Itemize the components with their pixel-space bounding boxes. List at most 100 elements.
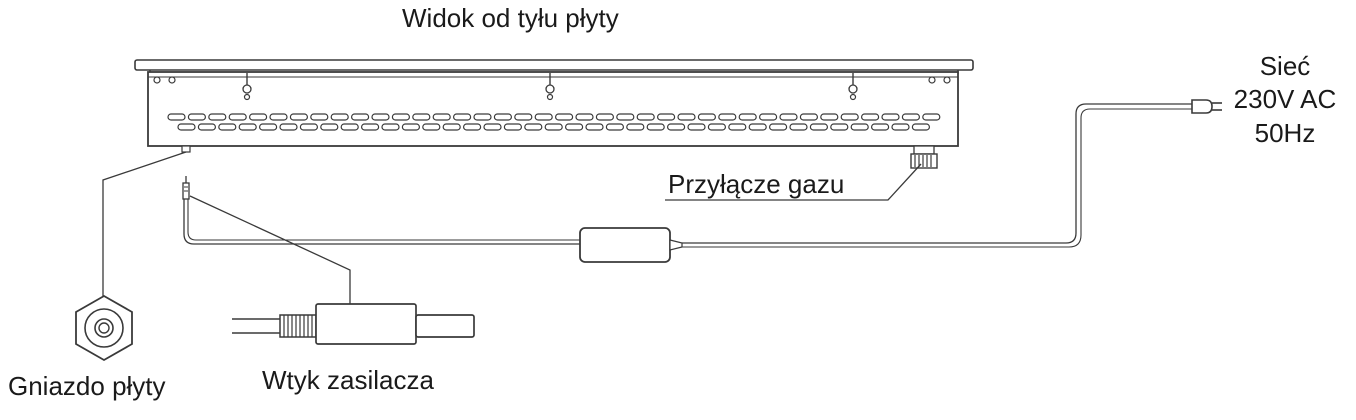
vent-slot: [799, 113, 819, 121]
vent-slot: [605, 123, 625, 131]
vent-slot: [361, 123, 380, 131]
ventilation-slots: [167, 113, 941, 131]
vent-slot: [666, 123, 686, 131]
vent-slot: [269, 113, 288, 121]
vent-slot: [228, 113, 247, 121]
mains-label-line-2: 230V AC: [1233, 84, 1337, 115]
gas-leader-line: [665, 163, 922, 201]
mains-cable: [682, 103, 1192, 244]
vent-slot: [442, 123, 461, 131]
mounting-bracket-right: [848, 73, 858, 101]
vent-slot: [922, 113, 941, 121]
vent-slot: [554, 113, 574, 121]
vent-slot: [595, 113, 615, 121]
vent-slot: [218, 123, 237, 131]
vent-slot: [208, 113, 227, 121]
vent-slot: [820, 113, 839, 121]
vent-slot: [453, 113, 472, 121]
vent-slot: [768, 123, 788, 131]
vent-slot: [564, 123, 584, 131]
vent-slot: [381, 123, 400, 131]
diagram-title: Widok od tyłu płyty: [402, 3, 619, 33]
vent-slot: [758, 113, 778, 121]
cable-end-pin-connector: [182, 176, 190, 200]
vent-slot: [789, 123, 808, 131]
vent-slot: [483, 123, 502, 131]
adapter-plug-detail: [232, 303, 475, 345]
vent-slot: [636, 113, 655, 121]
adapter-plug-label: Wtyk zasilacza: [262, 365, 434, 395]
vent-slot: [677, 113, 696, 121]
vent-slot: [371, 113, 390, 121]
vent-slot: [524, 123, 543, 131]
vent-slot: [891, 123, 910, 131]
hob-socket-stub: [181, 145, 191, 153]
hob-socket-label: Gniazdo płyty: [8, 371, 166, 401]
vent-slot: [911, 123, 931, 131]
mounting-brackets: [242, 73, 858, 101]
vent-slot: [310, 113, 329, 121]
mounting-bracket-middle: [545, 73, 555, 101]
vent-slot: [656, 113, 676, 121]
vent-slot: [340, 123, 359, 131]
vent-slot: [544, 123, 563, 131]
vent-slot: [187, 113, 206, 121]
vent-slot: [840, 113, 859, 121]
vent-slot: [901, 113, 921, 121]
vent-slot: [779, 113, 798, 121]
vent-slot: [870, 123, 890, 131]
vent-slot: [197, 123, 216, 131]
socket-leader-line: [102, 151, 187, 296]
vent-slot: [534, 113, 553, 121]
vent-slot: [299, 123, 318, 131]
vent-slot: [748, 123, 767, 131]
vent-slot: [249, 113, 268, 121]
vent-slot: [238, 123, 257, 131]
vent-slot: [809, 123, 829, 131]
mains-supply-label: Sieć 230V AC 50Hz: [1214, 50, 1356, 150]
mains-label-line-3: 50Hz: [1254, 117, 1316, 148]
vent-slot: [177, 123, 196, 131]
vent-slot: [646, 123, 665, 131]
vent-slot: [687, 123, 706, 131]
vent-slot: [473, 113, 492, 121]
vent-slot: [718, 113, 737, 121]
hob-body: [147, 71, 959, 147]
vent-slot: [401, 123, 420, 131]
vent-slot: [422, 123, 441, 131]
mains-label-line-1: Sieć: [1259, 51, 1311, 81]
vent-slot: [289, 113, 308, 121]
vent-slot: [585, 123, 604, 131]
vent-slot: [830, 123, 849, 131]
vent-slot: [432, 113, 451, 121]
gas-connection-label: Przyłącze gazu: [668, 169, 845, 199]
vent-slot: [514, 113, 533, 121]
low-voltage-cable: [183, 199, 580, 245]
hob-socket-detail: [75, 294, 133, 362]
vent-slot: [616, 113, 635, 121]
vent-slot: [259, 123, 278, 131]
vent-slot: [279, 123, 298, 131]
vent-slot: [493, 113, 512, 121]
mounting-bracket-left: [242, 73, 252, 101]
vent-slot: [330, 113, 349, 121]
vent-slot: [626, 123, 645, 131]
power-adapter: [579, 227, 683, 263]
hob-top-plate: [134, 59, 974, 74]
vent-slot: [503, 123, 522, 131]
vent-slot: [412, 113, 431, 121]
gas-connector-fitting: [910, 145, 938, 169]
vent-slot: [351, 113, 370, 121]
vent-slot: [738, 113, 757, 121]
plug-leader-line: [189, 195, 351, 304]
vent-slot: [463, 123, 482, 131]
vent-slot: [707, 123, 727, 131]
vent-slot: [697, 113, 717, 121]
vent-slot: [167, 113, 186, 121]
mains-plug: [1191, 99, 1222, 114]
vent-slot: [391, 113, 410, 121]
vent-slot: [320, 123, 339, 131]
vent-slot: [575, 113, 594, 121]
vent-slot: [881, 113, 900, 121]
